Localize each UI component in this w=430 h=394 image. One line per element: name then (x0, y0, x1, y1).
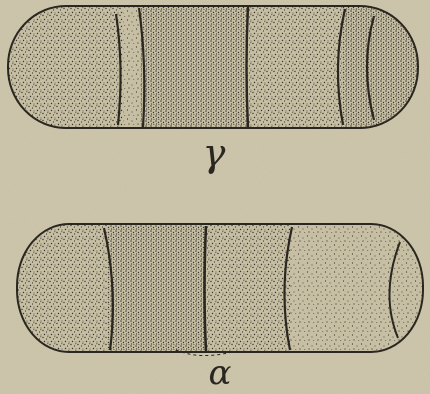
lower-cell-band-4 (290, 224, 423, 352)
upper-cell (8, 6, 418, 128)
lower-cell-band-2 (107, 224, 205, 352)
lower-cell-band-3 (205, 224, 290, 352)
lower-cell (17, 224, 423, 356)
lower-cell-septum-2 (205, 226, 207, 351)
upper-cell-band-3 (141, 6, 247, 128)
upper-figure-label: γ (203, 134, 226, 172)
upper-cell-band-4 (247, 6, 342, 128)
upper-cell-band-2 (123, 6, 141, 128)
lower-figure-label: α (209, 356, 232, 390)
